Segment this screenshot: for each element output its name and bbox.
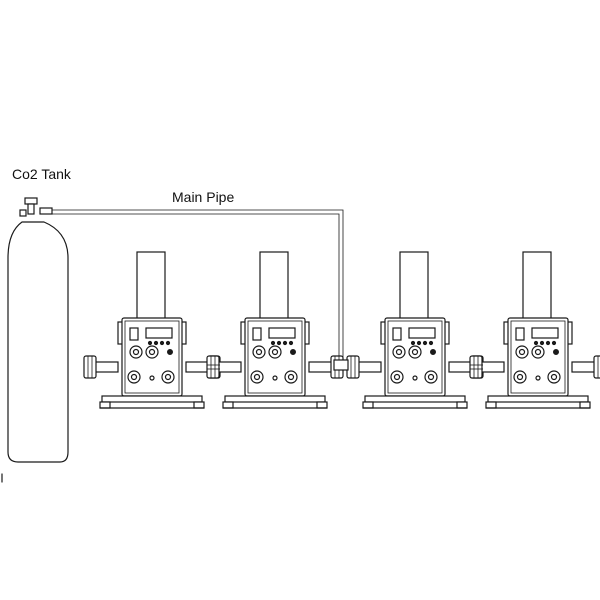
- machine-1-knob-3-inner: [130, 373, 138, 381]
- machine-4-knob-2-inner: [534, 348, 542, 356]
- machine-1-switch: [129, 327, 139, 341]
- machine-2-valve-left-pipe: [216, 361, 242, 373]
- machine-3-knob-3-inner: [393, 373, 401, 381]
- machine-4-valve-right-pipe: [571, 361, 597, 373]
- machine-4-switch: [515, 327, 525, 341]
- machine-2-knob-3-inner: [253, 373, 261, 381]
- machine-2-button-3: [282, 340, 288, 346]
- machine-3-panel: [387, 320, 443, 394]
- machine-3-knob-2-inner: [411, 348, 419, 356]
- machine-4-button-1: [533, 340, 539, 346]
- machine-2-display: [268, 327, 296, 339]
- machine-2-knob-1-inner: [255, 348, 263, 356]
- machine-1-valve-left-hex: [83, 355, 97, 379]
- machine-3-fuse: [412, 375, 418, 381]
- machine-2-knob-2-inner: [271, 348, 279, 356]
- machine-4-nozzle: [522, 251, 552, 321]
- main-pipe: [52, 209, 344, 362]
- machine-2-base: [224, 395, 326, 403]
- machine-2-switch: [252, 327, 262, 341]
- machine-4-button-2: [539, 340, 545, 346]
- machine-3-foot-right: [456, 401, 468, 409]
- machine-4-valve-left-hex: [469, 355, 483, 379]
- machine-2-indicator: [290, 349, 296, 355]
- tank-valve-stem: [27, 203, 35, 215]
- machines: [83, 251, 600, 409]
- machine-1-nozzle: [136, 251, 166, 321]
- machine-1-panel: [124, 320, 180, 394]
- pipe-t-junction: [333, 359, 349, 371]
- machine-3-foot-left: [362, 401, 374, 409]
- tank-body: [7, 221, 69, 463]
- machine-3-knob-1-inner: [395, 348, 403, 356]
- machine-4-indicator: [553, 349, 559, 355]
- machine-2-knob-4-inner: [287, 373, 295, 381]
- machine-4-knob-4-inner: [550, 373, 558, 381]
- machine-3-button-2: [416, 340, 422, 346]
- machine-4-valve-right-hex: [593, 355, 600, 379]
- machine-4-foot-left: [485, 401, 497, 409]
- machine-2: [206, 251, 344, 409]
- machine-2-foot-right: [316, 401, 328, 409]
- machine-3-base: [364, 395, 466, 403]
- machine-2-button-2: [276, 340, 282, 346]
- machine-3-switch: [392, 327, 402, 341]
- machine-4-fuse: [535, 375, 541, 381]
- machine-3-display: [408, 327, 436, 339]
- machine-4-foot-right: [579, 401, 591, 409]
- machine-2-panel: [247, 320, 303, 394]
- machine-3-button-1: [410, 340, 416, 346]
- machine-4-display: [531, 327, 559, 339]
- machine-4-panel: [510, 320, 566, 394]
- machine-4-valve-left-pipe: [479, 361, 505, 373]
- machine-3-nozzle: [399, 251, 429, 321]
- machine-1-display: [145, 327, 173, 339]
- machine-4-base: [487, 395, 589, 403]
- machine-3-button-3: [422, 340, 428, 346]
- machine-1-indicator: [167, 349, 173, 355]
- machine-3: [346, 251, 484, 409]
- machine-1-knob-2-inner: [148, 348, 156, 356]
- machine-1-knob-4-inner: [164, 373, 172, 381]
- main-pipe-label: Main Pipe: [172, 189, 234, 205]
- machine-1-button-2: [153, 340, 159, 346]
- machine-2-nozzle: [259, 251, 289, 321]
- tank-valve-left: [19, 209, 27, 217]
- machine-2-valve-right-pipe: [308, 361, 334, 373]
- machine-1-valve-left-pipe: [93, 361, 119, 373]
- machine-2-button-1: [270, 340, 276, 346]
- tank-valve-outlet: [39, 207, 53, 215]
- machine-4-knob-3-inner: [516, 373, 524, 381]
- machine-1-knob-1-inner: [132, 348, 140, 356]
- machine-2-fuse: [272, 375, 278, 381]
- machine-2-valve-left-hex: [206, 355, 220, 379]
- machine-2-foot-left: [222, 401, 234, 409]
- machine-4-knob-1-inner: [518, 348, 526, 356]
- machine-3-valve-left-pipe: [356, 361, 382, 373]
- machine-4-button-4: [551, 340, 557, 346]
- machine-3-indicator: [430, 349, 436, 355]
- machine-2-button-4: [288, 340, 294, 346]
- machine-1-foot-right: [193, 401, 205, 409]
- machine-1-button-3: [159, 340, 165, 346]
- machine-1-button-4: [165, 340, 171, 346]
- machine-1-foot-left: [99, 401, 111, 409]
- machine-1-button-1: [147, 340, 153, 346]
- tank-label: Co2 Tank: [12, 166, 72, 182]
- machine-1-base: [101, 395, 203, 403]
- machine-4-button-3: [545, 340, 551, 346]
- machine-3-valve-left-hex: [346, 355, 360, 379]
- machine-4: [469, 251, 600, 409]
- co2-tank: [1, 197, 69, 483]
- machine-1-fuse: [149, 375, 155, 381]
- machine-3-button-4: [428, 340, 434, 346]
- machine-3-knob-4-inner: [427, 373, 435, 381]
- machine-1: [83, 251, 221, 409]
- tank-valve-handle: [24, 197, 38, 205]
